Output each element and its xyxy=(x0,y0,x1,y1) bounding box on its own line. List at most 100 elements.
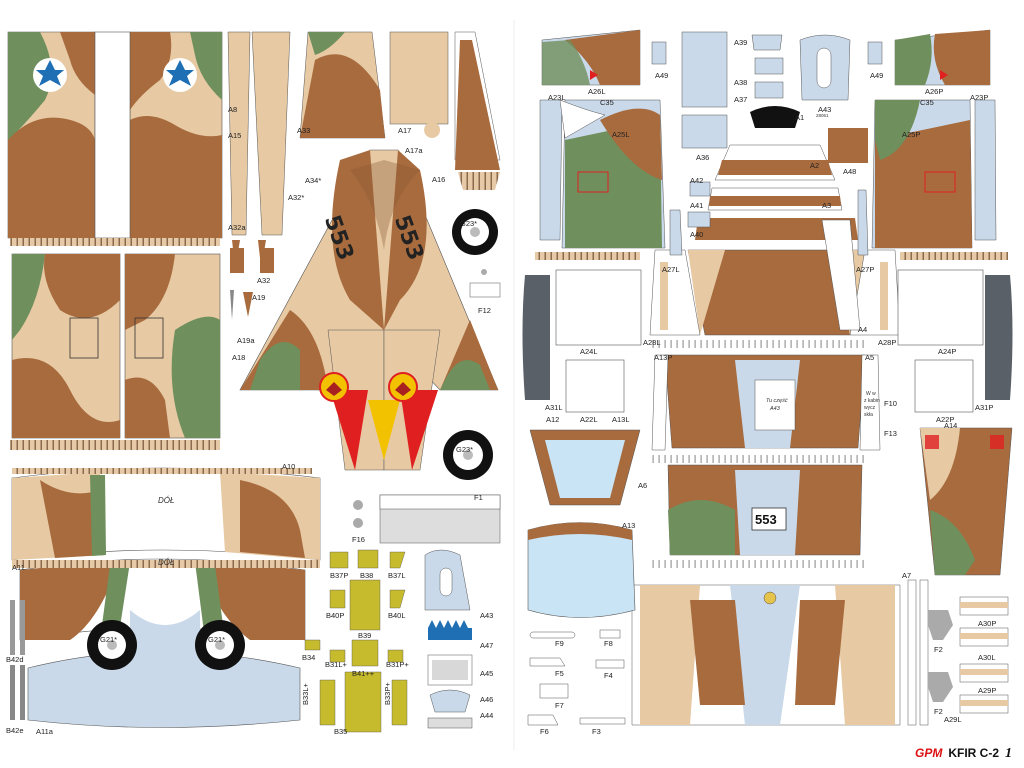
wing-skin-right-upper xyxy=(129,31,223,239)
part-text: Tu część xyxy=(766,398,788,404)
part-label: B38 xyxy=(360,571,373,580)
part-label: A25L xyxy=(612,130,630,139)
part-label: A43 xyxy=(480,611,493,620)
part-label: B42d xyxy=(6,655,24,664)
part-label: B42e xyxy=(6,726,24,735)
part-label: A11 xyxy=(12,563,25,572)
part-label: A11a xyxy=(36,727,54,736)
part-label: A38 xyxy=(734,78,747,87)
part-label: G23* xyxy=(460,219,477,228)
part-label: A17a xyxy=(405,146,423,155)
part-label: A14 xyxy=(944,421,957,430)
part-label: A19a xyxy=(237,336,255,345)
part-label: B33L+ xyxy=(301,682,310,705)
part-label: F7 xyxy=(555,701,564,710)
part-label: A44 xyxy=(480,711,493,720)
part-label: F9 xyxy=(555,639,564,648)
part-label: A40 xyxy=(690,230,703,239)
part-label: A28L xyxy=(643,338,661,347)
part-label: A13P xyxy=(654,353,672,362)
part-label: A28P xyxy=(878,338,896,347)
part-label: A13 xyxy=(622,521,635,530)
part-label: A31P xyxy=(975,403,993,412)
part-label: A1 xyxy=(795,113,804,122)
part-label: A7 xyxy=(902,571,911,580)
part-label: A24L xyxy=(580,347,598,356)
part-label: A48 xyxy=(843,167,856,176)
wing-center-strip xyxy=(94,31,131,239)
part-label: G21* xyxy=(100,635,117,644)
part-label: B31L+ xyxy=(325,660,348,669)
part-label: F6 xyxy=(540,727,549,736)
part-label: F5 xyxy=(555,669,564,678)
part-label: F3 xyxy=(592,727,601,736)
part-label: A34* xyxy=(305,176,321,185)
glue-tab-strip xyxy=(12,560,320,568)
part-label: F2 xyxy=(934,645,943,654)
glue-tab-strip xyxy=(10,238,220,246)
part-label: A16 xyxy=(432,175,445,184)
part-label: A26P xyxy=(925,87,943,96)
part-label: A32* xyxy=(288,193,304,202)
part-label: B35 xyxy=(334,727,347,736)
part-label: A22L xyxy=(580,415,598,424)
part-label: A27P xyxy=(856,265,874,274)
part-label: F13 xyxy=(884,429,897,438)
part-label: B33P+ xyxy=(383,682,392,705)
part-label: A32 xyxy=(257,276,270,285)
part-label: B40P xyxy=(326,611,344,620)
part-label: F16 xyxy=(352,535,365,544)
page-number: 1 xyxy=(1005,746,1012,761)
brand-logo: GPM xyxy=(914,746,943,760)
part-label: A17 xyxy=(398,126,411,135)
glue-tab-strip xyxy=(900,252,1008,260)
part-label: C35 xyxy=(600,98,614,107)
part-label: A49 xyxy=(870,71,883,80)
part-label: A41 xyxy=(690,201,703,210)
part-label: A6 xyxy=(638,481,647,490)
part-label: F8 xyxy=(604,639,613,648)
glue-tab-strip xyxy=(10,440,220,450)
part-label: B37L xyxy=(388,571,406,580)
part-strip-a15 xyxy=(251,31,291,236)
part-label: A23L xyxy=(548,93,566,102)
wheel-icon xyxy=(87,620,137,670)
part-label: A47 xyxy=(480,641,493,650)
part-label: A30P xyxy=(978,619,996,628)
part-a16 xyxy=(455,40,500,170)
part-label: A2 xyxy=(810,161,819,170)
part-label: A4 xyxy=(858,325,867,334)
wheel-icon xyxy=(452,209,498,255)
part-label: A13L xyxy=(612,415,630,424)
wheel-icon xyxy=(443,430,493,480)
part-label: A3 xyxy=(822,201,831,210)
glue-tab-strip xyxy=(535,252,640,260)
part-label: A30L xyxy=(978,653,996,662)
gear-parts xyxy=(304,549,408,733)
part-text: wycz xyxy=(864,405,876,411)
part-label: F12 xyxy=(478,306,491,315)
wing-skin-lower xyxy=(11,253,221,439)
serial-number: 553 xyxy=(755,512,777,527)
fuselage-side-left xyxy=(539,29,666,249)
fuselage-underside xyxy=(11,467,321,728)
part-label: B39 xyxy=(358,631,371,640)
part-label: A10 xyxy=(282,462,295,471)
fuselage-center xyxy=(631,106,901,726)
part-label: A18 xyxy=(232,353,245,362)
part-text: A43 xyxy=(769,406,781,412)
part-label: A19 xyxy=(252,293,265,302)
glue-tab-strip xyxy=(12,468,312,474)
part-label: B41++ xyxy=(352,669,375,678)
model-title: KFIR C-2 xyxy=(948,746,999,760)
part-label: A12 xyxy=(546,415,559,424)
part-label: A32a xyxy=(228,223,246,232)
part-label: A22P xyxy=(936,415,954,424)
part-text: W w xyxy=(866,391,876,397)
part-label: G23* xyxy=(456,445,473,454)
part-label: A27L xyxy=(662,265,680,274)
part-label: B40L xyxy=(388,611,406,620)
part-label: B31P+ xyxy=(386,660,409,669)
part-text: DÓŁ xyxy=(158,496,174,505)
